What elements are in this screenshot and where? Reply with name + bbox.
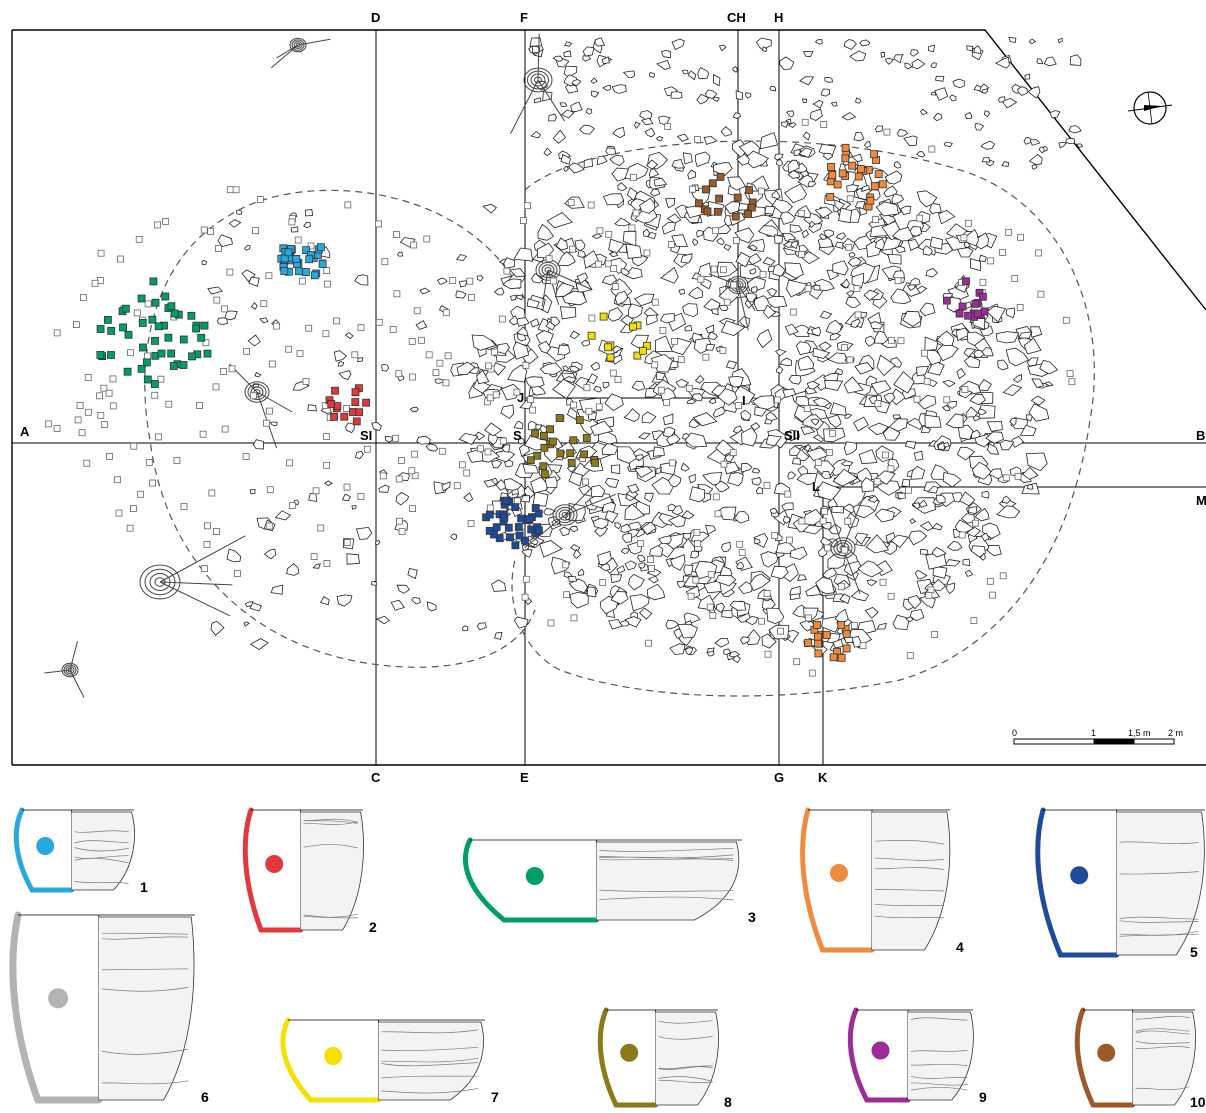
section-label-SI: SI — [360, 428, 372, 443]
vessel-3: 3 — [463, 837, 756, 925]
vessel-2: 2 — [242, 807, 377, 935]
section-label-B: B — [1196, 428, 1205, 443]
vessel-number: 10 — [1190, 1094, 1206, 1110]
vessel-color-dot — [265, 855, 284, 873]
section-label-D: D — [371, 10, 380, 25]
section-label-G: G — [774, 770, 784, 785]
section-label-E: E — [520, 770, 529, 785]
vessel-4: 4 — [800, 807, 964, 955]
vessel-number: 3 — [748, 909, 756, 925]
vessel-6: 6 — [9, 911, 209, 1105]
section-label-CH: CH — [727, 10, 746, 25]
north-arrow-icon — [1127, 91, 1173, 125]
scale-tick-1-5: 1,5 m — [1128, 728, 1151, 738]
section-label-SII: SII — [784, 428, 800, 443]
vessel-10: 10 — [1074, 1007, 1206, 1110]
section-label-I: I — [742, 393, 746, 408]
vessel-number: 9 — [979, 1089, 987, 1105]
section-label-L: L — [812, 479, 820, 494]
vessel-color-dot — [830, 864, 848, 882]
vessel-7: 7 — [280, 1017, 499, 1105]
vessel-color-dot — [1097, 1043, 1116, 1062]
vessel-1: 1 — [13, 807, 148, 895]
vessel-number: 5 — [1190, 944, 1198, 960]
vessel-color-dot — [324, 1047, 343, 1065]
vessel-color-dot — [48, 988, 69, 1009]
sherd-markers-colored — [96, 143, 989, 662]
scale-bar: 0 1 1,5 m 2 m — [1012, 728, 1183, 745]
vessel-9: 9 — [847, 1007, 987, 1105]
vessel-color-dot — [871, 1041, 890, 1060]
scale-tick-0: 0 — [1012, 728, 1017, 738]
vessel-number: 1 — [140, 879, 148, 895]
vessel-color-dot — [620, 1043, 639, 1062]
scale-tick-1: 1 — [1091, 728, 1096, 738]
feature-outline-east — [511, 140, 1095, 697]
section-label-A: A — [20, 424, 30, 439]
vessel-color-dot — [36, 837, 55, 855]
section-label-H: H — [774, 10, 783, 25]
section-label-K: K — [818, 770, 828, 785]
plan-area: D F CH H C E G K A B M SI S SII J I L 0 … — [11, 10, 1206, 785]
vessel-number: 6 — [201, 1089, 209, 1105]
feature-outline-west — [144, 189, 536, 668]
vessel-color-dot — [1070, 866, 1089, 885]
vessel-number: 2 — [369, 919, 377, 935]
scale-tick-2: 2 m — [1168, 728, 1183, 738]
tree-features — [44, 33, 866, 698]
section-label-S: S — [513, 428, 522, 443]
vessel-number: 4 — [956, 939, 964, 955]
section-label-M: M — [1196, 493, 1206, 508]
section-label-J: J — [517, 390, 524, 405]
section-label-F: F — [520, 10, 528, 25]
vessel-8: 8 — [597, 1007, 732, 1110]
sherd-markers-grey — [45, 118, 1076, 677]
vessel-color-dot — [525, 867, 544, 885]
vessel-number: 7 — [491, 1089, 499, 1105]
plan-border — [12, 29, 1206, 766]
section-label-C: C — [371, 770, 381, 785]
vessel-5: 5 — [1035, 807, 1205, 960]
vessel-number: 8 — [724, 1094, 732, 1110]
vessel-legend: 1 2 3 4 5 6 7 8 9 10 — [9, 807, 1206, 1110]
